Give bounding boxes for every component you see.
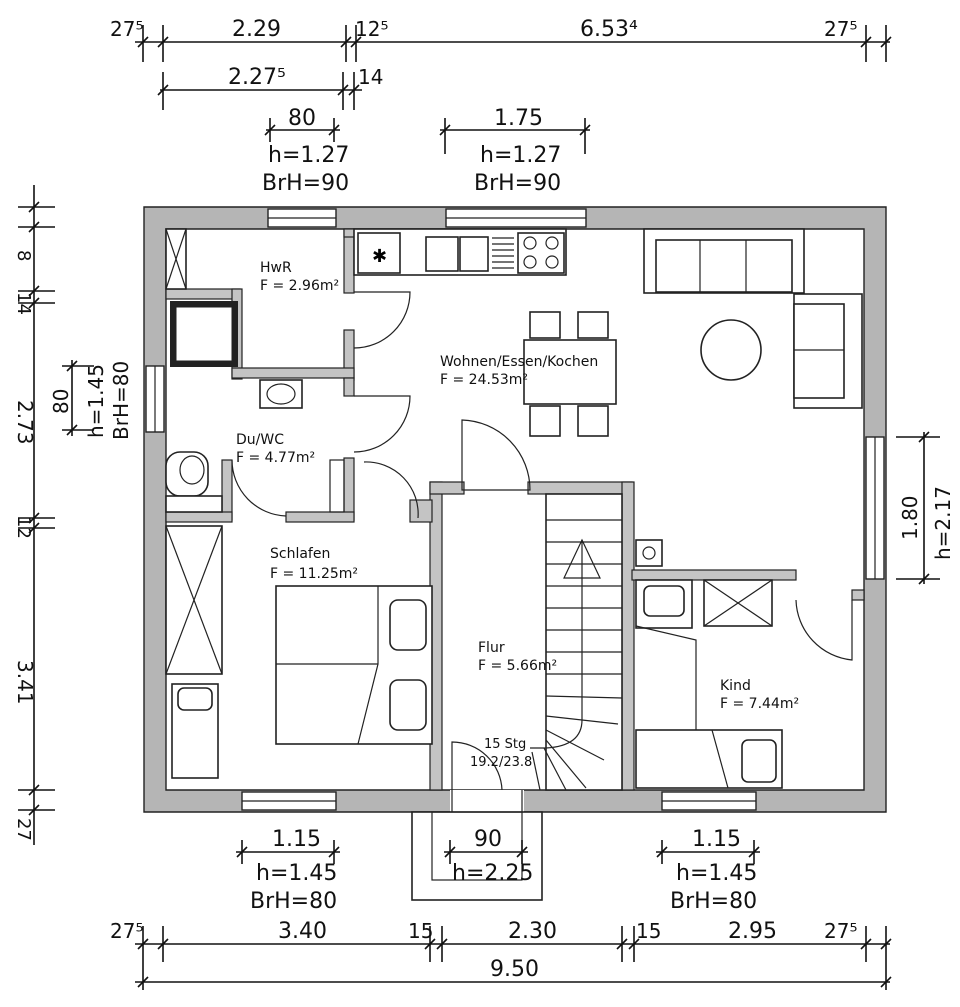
- kid-room-furniture: [635, 539, 783, 789]
- bedroom-furniture: [165, 525, 433, 779]
- bottom-dimension-chain: 27⁵ 3.40 15 2.30 15 2.95 27⁵ 9.50: [110, 919, 892, 990]
- bottom-window-right-width: 1.15: [692, 827, 741, 852]
- top-window-right-label: 1.75 h=1.27 BrH=90: [439, 106, 591, 196]
- top-dim-living-width: 6.53⁴: [580, 17, 638, 42]
- bottom-dim-flur: 2.30: [508, 919, 557, 944]
- room-hwr-name: HwR: [260, 260, 292, 276]
- room-flur-area: F = 5.66m²: [478, 658, 557, 674]
- left-window-brh: BrH=80: [109, 361, 133, 440]
- top-window-left-height: h=1.27: [268, 143, 349, 168]
- room-bedroom-name: Schlafen: [270, 546, 330, 562]
- room-labels: HwR F = 2.96m² Wohnen/Essen/Kochen F = 2…: [236, 260, 799, 770]
- bathroom-fixtures: [165, 379, 345, 513]
- room-living-name: Wohnen/Essen/Kochen: [440, 354, 598, 370]
- right-window-width: 1.80: [898, 495, 922, 540]
- bottom-dim-total: 9.50: [490, 957, 539, 982]
- bottom-window-right-label: 1.15 h=1.45 BrH=80: [656, 827, 760, 914]
- bottom-window-left-height: h=1.45: [256, 861, 337, 886]
- room-hwr-area: F = 2.96m²: [260, 278, 339, 294]
- left-dim-8: 8: [13, 250, 34, 261]
- bottom-dim-bedroom: 3.40: [278, 919, 327, 944]
- bottom-dim-wall-1: 15: [408, 919, 433, 943]
- entrance-door-width: 90: [474, 827, 502, 852]
- top-dimension-chain-2: 2.27⁵ 14: [157, 65, 383, 110]
- interior-walls: [165, 228, 865, 791]
- room-living-area: F = 24.53m²: [440, 372, 528, 388]
- left-window-height: h=1.45: [84, 364, 108, 438]
- top-dim-inner-wall: 12⁵: [355, 17, 388, 41]
- top-window-left-brh: BrH=90: [262, 171, 349, 196]
- left-window-width: 80: [49, 389, 73, 414]
- stairs-steps: 15 Stg: [484, 737, 526, 752]
- top-dimension-chain: 27⁵ 2.29 12⁵ 6.53⁴ 27⁵: [110, 17, 892, 62]
- left-dim-hwr-bath: 2.73: [13, 400, 37, 445]
- left-dim-14: 14: [13, 292, 34, 315]
- bottom-window-left-brh: BrH=80: [250, 889, 337, 914]
- left-dim-12: 12: [13, 516, 34, 539]
- bottom-dim-outer-wall-left: 27⁵: [110, 919, 143, 943]
- top-dim-outer-wall-right: 27⁵: [824, 17, 857, 41]
- room-kind-area: F = 7.44m²: [720, 696, 799, 712]
- bottom-dim-kind: 2.95: [728, 919, 777, 944]
- entrance-door-height: h=2.25: [452, 861, 533, 886]
- room-bath-name: Du/WC: [236, 432, 284, 448]
- outer-walls: [143, 206, 887, 813]
- bottom-window-right-brh: BrH=80: [670, 889, 757, 914]
- stairs-ratio: 19.2/23.8: [470, 755, 532, 770]
- left-dim-bottom: 27: [13, 818, 34, 841]
- top-dim-outer-wall-left: 27⁵: [110, 17, 143, 41]
- room-kind-name: Kind: [720, 678, 751, 694]
- top-window-left-width: 80: [288, 106, 316, 131]
- top-dim-hwr-inner: 2.27⁵: [228, 65, 286, 90]
- top-dim-wall-14: 14: [358, 65, 383, 89]
- dining-table: [523, 311, 617, 437]
- bottom-dim-wall-2: 15: [636, 919, 661, 943]
- right-window-height: h=2.17: [931, 486, 955, 560]
- entrance-door-label: 90 h=2.25: [444, 827, 533, 886]
- bottom-window-left-width: 1.15: [272, 827, 321, 852]
- left-dimension-chain: 8 14 2.73 12 3.41 27: [13, 185, 55, 845]
- hob-symbol: ✱: [372, 246, 387, 267]
- left-window-label: 80 h=1.45 BrH=80: [49, 360, 133, 440]
- entrance-door: [411, 741, 543, 901]
- kitchen-counter: ✱: [353, 228, 567, 276]
- right-window-label: 1.80 h=2.17: [896, 431, 955, 585]
- room-bedroom-area: F = 11.25m²: [270, 566, 358, 582]
- sofa: [643, 228, 863, 409]
- staircase: [530, 493, 623, 791]
- top-window-right-width: 1.75: [494, 106, 543, 131]
- top-window-right-height: h=1.27: [480, 143, 561, 168]
- bottom-window-left-label: 1.15 h=1.45 BrH=80: [236, 827, 340, 914]
- top-window-right-brh: BrH=90: [474, 171, 561, 196]
- windows: [145, 208, 885, 811]
- room-flur-name: Flur: [478, 640, 505, 656]
- top-window-left-label: 80 h=1.27 BrH=90: [262, 106, 349, 196]
- bottom-window-right-height: h=1.45: [676, 861, 757, 886]
- room-bath-area: F = 4.77m²: [236, 450, 315, 466]
- hwr-furniture: [165, 228, 238, 367]
- bottom-dim-outer-wall-right: 27⁵: [824, 919, 857, 943]
- top-dim-hwr-width: 2.29: [232, 17, 281, 42]
- left-dim-bedroom: 3.41: [13, 660, 37, 705]
- interior-doors: [231, 291, 853, 661]
